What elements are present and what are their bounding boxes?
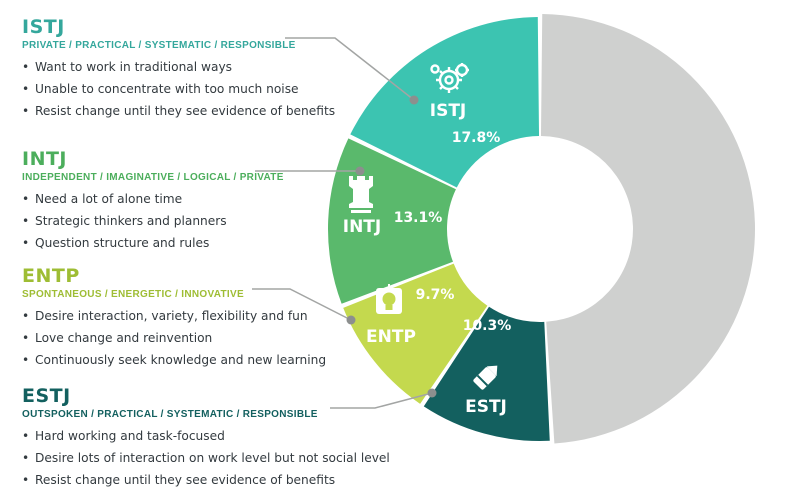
leader-dot-entp [346,315,356,325]
type-name: ISTJ [22,16,65,38]
list-item: Need a lot of alone time [22,188,284,210]
list-item: Want to work in traditional ways [22,56,335,78]
leader-line-istj [285,37,415,101]
leader-line-estj [330,392,433,409]
chess-rook-icon [349,176,373,213]
list-item: Resist change until they see evidence of… [22,469,390,491]
slice-name-entp: ENTP [366,327,416,347]
list-item: Resist change until they see evidence of… [22,100,335,122]
type-name: ENTP [22,265,80,287]
leader-dot-intj [355,166,365,176]
gears-icon [430,63,469,93]
slice-icons [349,63,498,390]
slice-name-intj: INTJ [343,217,381,237]
donut-slices [328,14,756,444]
type-traits: PRIVATE / PRACTICAL / SYSTEMATIC / RESPO… [22,40,296,51]
list-item: Unable to concentrate with too much nois… [22,78,335,100]
leader-lines [252,37,437,409]
slice-labels: ISTJ 17.8% INTJ 13.1% ENTP 9.7% ESTJ 10.3% [343,101,512,417]
leader-dot-istj [409,95,419,105]
leader-line-entp [252,288,352,321]
type-block-estj: ESTJ OUTSPOKEN / PRACTICAL / SYSTEMATIC … [22,385,390,491]
list-item: Hard working and task-focused [22,425,390,447]
slice-name-istj: ISTJ [430,101,467,121]
list-item: Strategic thinkers and planners [22,210,284,232]
type-traits: OUTSPOKEN / PRACTICAL / SYSTEMATIC / RES… [22,409,318,420]
slice-value-estj: 10.3% [463,318,512,334]
slice-name-estj: ESTJ [465,397,507,417]
list-item: Desire lots of interaction on work level… [22,447,390,469]
slice-other [540,14,756,444]
pencil-icon [473,365,498,390]
slice-value-istj: 17.8% [452,130,501,146]
type-traits: INDEPENDENT / IMAGINATIVE / LOGICAL / PR… [22,172,284,183]
list-item: Desire interaction, variety, flexibility… [22,305,326,327]
type-name: INTJ [22,148,68,170]
bullet-list: Need a lot of alone time Strategic think… [22,188,284,254]
bullet-list: Desire interaction, variety, flexibility… [22,305,326,371]
type-traits: SPONTANEOUS / ENERGETIC / INNOVATIVE [22,289,244,300]
slice-istj [350,17,540,188]
slice-value-intj: 13.1% [394,210,443,226]
list-item: Continuously seek knowledge and new lear… [22,349,326,371]
list-item: Question structure and rules [22,232,284,254]
type-name: ESTJ [22,385,71,407]
lightbulb-icon [376,284,402,314]
type-block-istj: ISTJ PRIVATE / PRACTICAL / SYSTEMATIC / … [22,16,335,122]
list-item: Love change and reinvention [22,327,326,349]
type-block-entp: ENTP SPONTANEOUS / ENERGETIC / INNOVATIV… [22,265,326,371]
leader-dot-estj [427,388,437,398]
bullet-list: Want to work in traditional ways Unable … [22,56,335,122]
bullet-list: Hard working and task-focused Desire lot… [22,425,390,491]
slice-value-entp: 9.7% [416,287,455,303]
type-block-intj: INTJ INDEPENDENT / IMAGINATIVE / LOGICAL… [22,148,284,254]
